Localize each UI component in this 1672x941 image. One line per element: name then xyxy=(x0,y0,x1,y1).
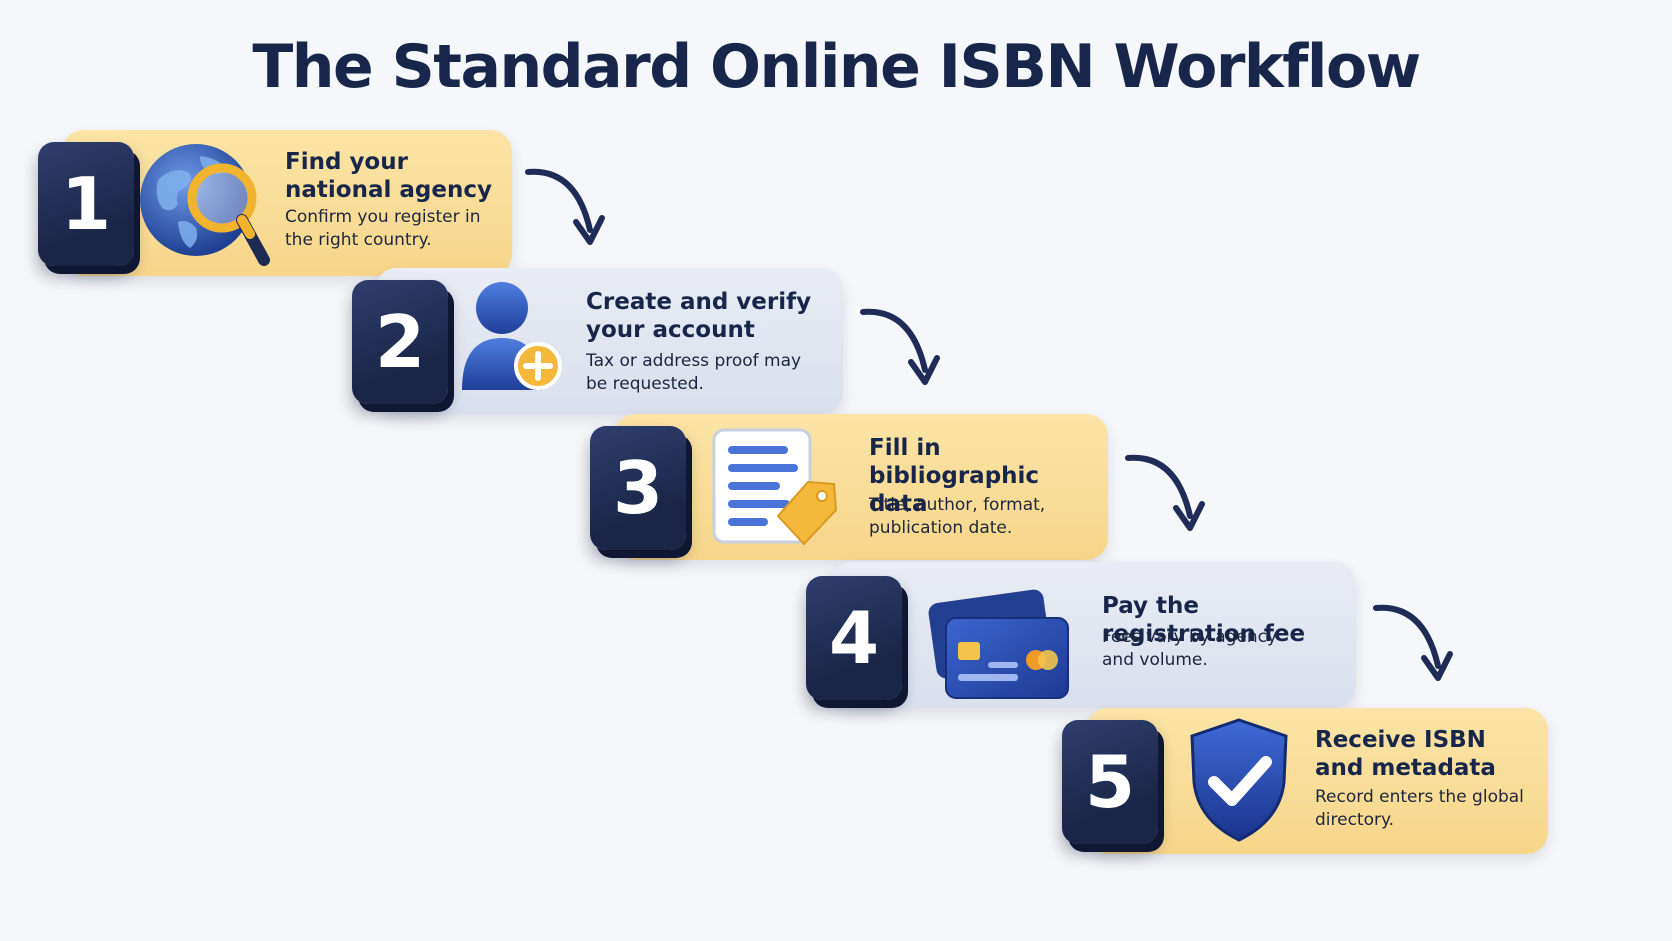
step-card-5 xyxy=(1086,708,1548,854)
step-number-1: 1 xyxy=(38,142,134,266)
step-number-3: 3 xyxy=(590,426,686,550)
page-title: The Standard Online ISBN Workflow xyxy=(252,32,1421,102)
step-heading-4: Pay the registration fee xyxy=(1102,593,1306,647)
step-card-3 xyxy=(614,414,1108,560)
step-description-2: Tax or address proof may be requested. xyxy=(586,351,802,394)
arrow-2-to-3 xyxy=(860,308,940,385)
credit-card-icon xyxy=(928,589,1069,699)
step-number-2: 2 xyxy=(352,280,448,404)
arrow-1-to-2 xyxy=(525,168,605,245)
step-heading-3: Fill in bibliographic data xyxy=(869,435,1040,517)
step-number-4: 4 xyxy=(806,576,902,700)
step-card-4 xyxy=(830,562,1356,708)
arrow-3-to-4 xyxy=(1125,454,1205,531)
arrow-4-to-5 xyxy=(1373,604,1453,681)
user-add-icon xyxy=(462,282,562,390)
step-heading-2: Create and verify your account xyxy=(586,289,812,343)
step-card-1 xyxy=(62,130,512,276)
step-card-2 xyxy=(375,268,843,414)
step-description-3: Title, author, format, publication date. xyxy=(869,495,1046,538)
globe-search-icon xyxy=(140,144,270,266)
document-tag-icon xyxy=(712,428,838,546)
step-description-5: Record enters the global directory. xyxy=(1315,787,1524,830)
shield-check-icon xyxy=(1190,718,1288,842)
step-description-1: Confirm you register in the right countr… xyxy=(285,207,481,250)
step-description-4: Fees vary by agency and volume. xyxy=(1102,627,1278,670)
step-heading-5: Receive ISBN and metadata xyxy=(1315,727,1496,781)
step-number-5: 5 xyxy=(1062,720,1158,844)
step-heading-1: Find your national agency xyxy=(285,149,492,203)
